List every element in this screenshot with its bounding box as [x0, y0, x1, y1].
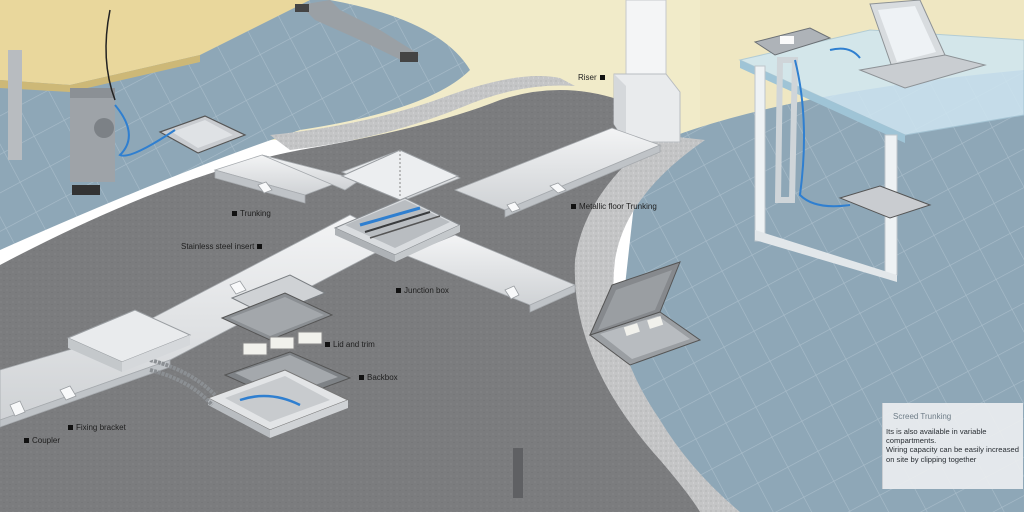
label-junction-box: Junction box — [396, 286, 449, 295]
exploded-floor-box — [149, 274, 352, 438]
label-marker — [396, 288, 401, 293]
glass-desk — [738, 0, 1024, 282]
label-riser-text: Riser — [578, 73, 597, 82]
label-marker — [257, 244, 263, 249]
info-panel: Screed Trunking Its is also available in… — [882, 403, 1023, 489]
granite-border — [574, 135, 740, 512]
floor-box-left — [158, 115, 247, 154]
label-lid-and-trim-text: Lid and trim — [333, 340, 375, 349]
label-backbox: Backbox — [359, 373, 398, 382]
trunking-couplers — [9, 181, 567, 417]
label-marker — [571, 204, 576, 209]
cable-left-2 — [105, 9, 116, 101]
info-panel-line-1: Its is also available in variable compar… — [886, 427, 987, 446]
riser-column — [613, 0, 681, 143]
label-coupler-text: Coupler — [32, 436, 61, 445]
floor-box-on-trunking — [66, 309, 192, 372]
label-marker — [325, 342, 330, 347]
label-trunking: Trunking — [232, 209, 271, 218]
label-backbox-text: Backbox — [367, 373, 398, 382]
info-panel-title: Screed Trunking — [893, 412, 952, 421]
label-marker — [68, 425, 73, 430]
label-marker — [359, 375, 364, 380]
label-stainless-steel-insert: Stainless steel insert — [181, 242, 263, 251]
label-trunking-text: Trunking — [240, 209, 271, 218]
info-panel-body: Its is also available in variable compar… — [886, 427, 1022, 464]
info-panel-line-2: Wiring capacity can be easily increased … — [886, 445, 1019, 464]
label-stainless-steel-insert-text: Stainless steel insert — [181, 242, 255, 251]
floor-post — [513, 448, 523, 498]
label-fixing-bracket-text: Fixing bracket — [76, 423, 126, 432]
trunking-run-main — [0, 127, 662, 428]
raised-floor-right — [600, 70, 1024, 512]
granite-border-left — [270, 76, 575, 150]
floor-box-open — [588, 261, 702, 366]
label-marker — [232, 211, 237, 216]
label-coupler: Coupler — [24, 436, 60, 445]
label-metallic-floor-trunking-text: Metallic floor Trunking — [579, 202, 657, 211]
label-lid-and-trim: Lid and trim — [325, 340, 375, 349]
label-junction-box-text: Junction box — [404, 286, 449, 295]
label-marker — [24, 438, 29, 443]
label-metallic-floor-trunking: Metallic floor Trunking — [571, 202, 657, 211]
cable-left — [114, 104, 176, 157]
label-marker — [599, 75, 605, 80]
label-fixing-bracket: Fixing bracket — [68, 423, 126, 432]
desk-left — [0, 0, 420, 195]
junction-box-graphic — [333, 149, 462, 262]
label-riser: Riser — [578, 73, 605, 82]
